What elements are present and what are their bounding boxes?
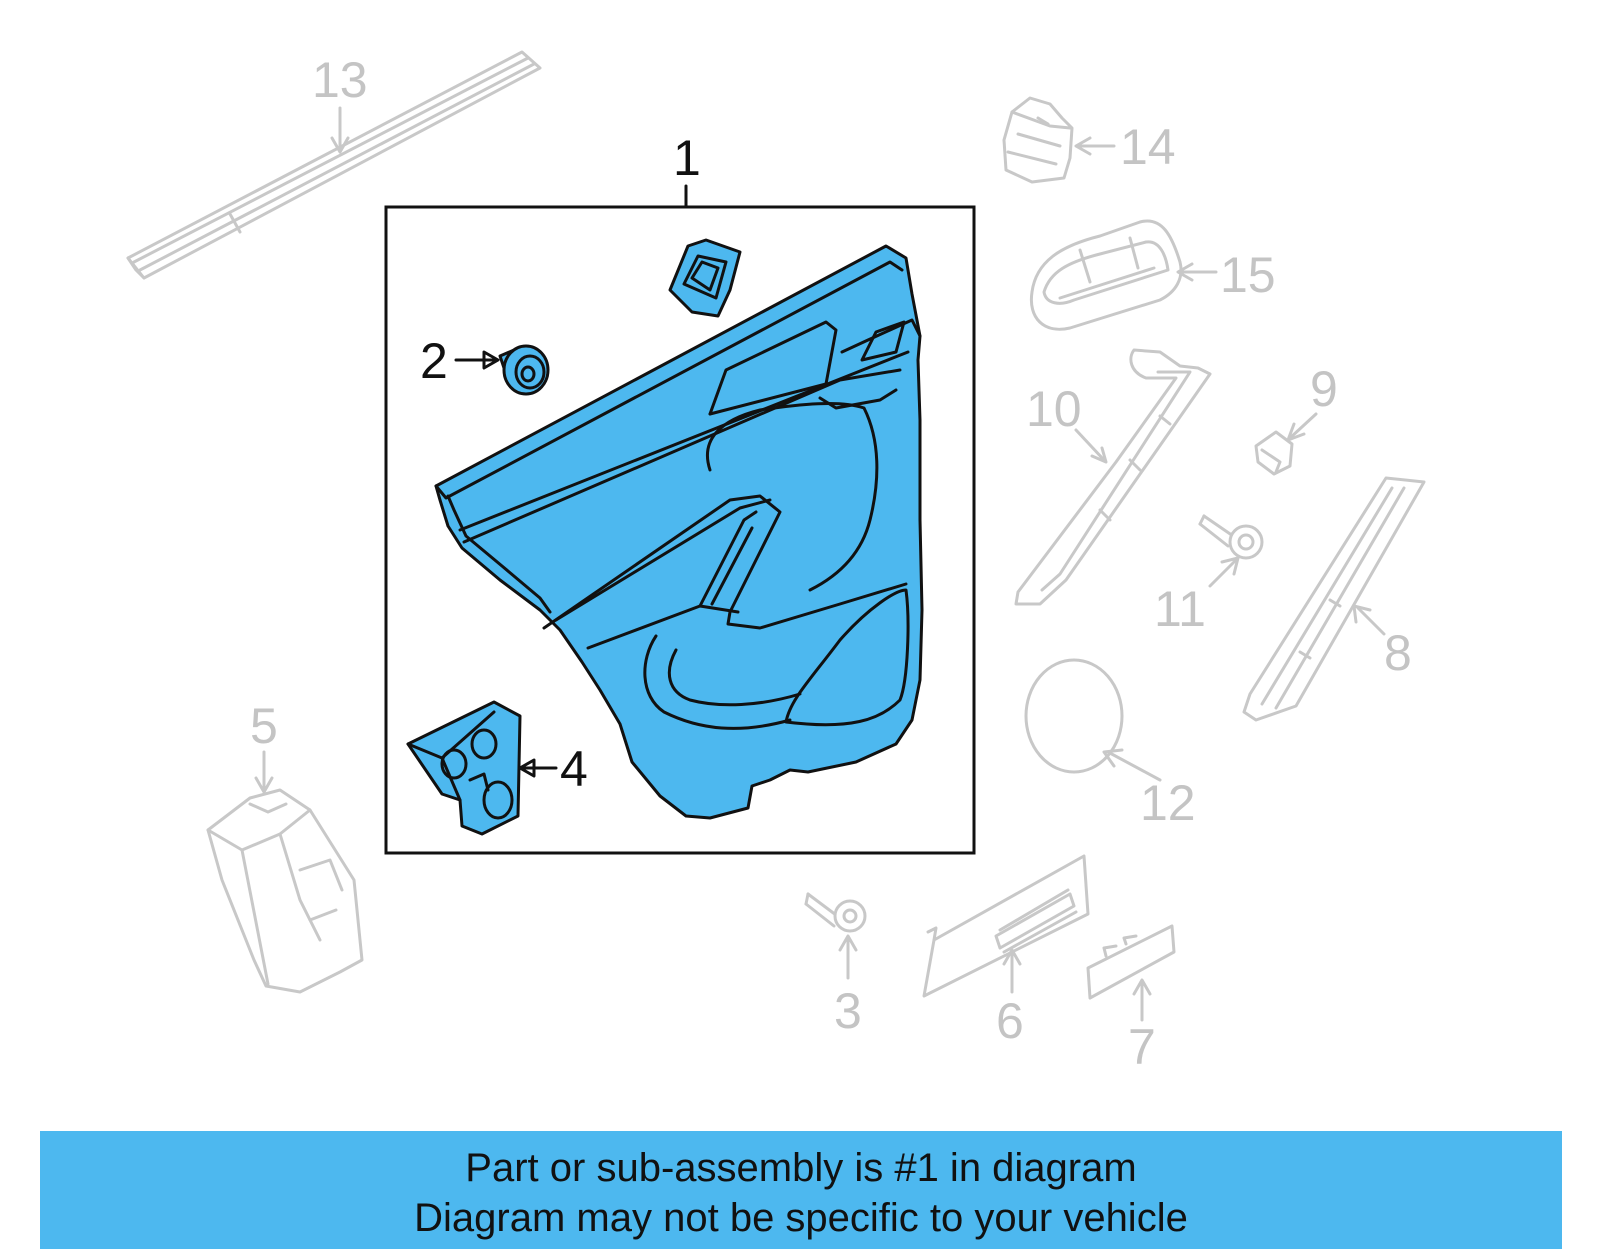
callout-14[interactable]: 14 bbox=[1120, 119, 1176, 175]
arrow-4 bbox=[518, 758, 536, 778]
callout-1[interactable]: 1 bbox=[673, 130, 701, 186]
part-4-switch-bracket bbox=[406, 700, 522, 836]
arrow-7 bbox=[1132, 978, 1152, 996]
part-15-handle-bezel bbox=[1029, 219, 1183, 331]
part-13-weatherstrip bbox=[126, 50, 542, 280]
part-1-switch-bezel bbox=[668, 238, 742, 318]
part-2-push-pin bbox=[498, 344, 550, 396]
part-6-molding bbox=[922, 854, 1090, 998]
callout-7[interactable]: 7 bbox=[1128, 1019, 1156, 1075]
leader-9 bbox=[1288, 412, 1318, 440]
arrow-10 bbox=[1090, 446, 1108, 464]
callout-4[interactable]: 4 bbox=[560, 741, 588, 797]
part-14-window-switch bbox=[1002, 96, 1074, 184]
callout-5[interactable]: 5 bbox=[250, 698, 278, 754]
arrow-13 bbox=[330, 136, 350, 154]
arrow-15 bbox=[1176, 262, 1194, 282]
part-9-clip bbox=[1254, 430, 1294, 476]
part-5-lock-module bbox=[206, 788, 364, 994]
callout-11[interactable]: 11 bbox=[1154, 581, 1206, 637]
parts-diagram: 13 14 15 10 9 bbox=[126, 50, 1426, 1075]
arrow-3 bbox=[838, 934, 858, 952]
arrow-12 bbox=[1102, 748, 1124, 768]
callout-9[interactable]: 9 bbox=[1310, 361, 1338, 417]
callout-10[interactable]: 10 bbox=[1026, 381, 1082, 437]
arrow-6 bbox=[1002, 948, 1022, 966]
leader-12 bbox=[1106, 750, 1162, 782]
part-8-trim-molding bbox=[1242, 476, 1426, 722]
arrow-8 bbox=[1352, 604, 1372, 624]
part-10-trim-strip bbox=[1014, 348, 1212, 606]
callout-15[interactable]: 15 bbox=[1220, 247, 1276, 303]
leader-10 bbox=[1074, 428, 1106, 462]
part-11-screw bbox=[1198, 514, 1264, 560]
part-3-screw bbox=[804, 892, 867, 933]
part-7-trim-piece bbox=[1086, 924, 1176, 1000]
leader-11 bbox=[1208, 558, 1238, 588]
callout-12[interactable]: 12 bbox=[1140, 775, 1196, 831]
part-12-cover bbox=[1024, 658, 1124, 774]
banner-line-1: Part or sub-assembly is #1 in diagram bbox=[465, 1146, 1137, 1190]
callout-13[interactable]: 13 bbox=[312, 52, 368, 108]
part-1-door-trim-panel bbox=[434, 244, 924, 820]
leader-8 bbox=[1356, 606, 1386, 636]
callout-2[interactable]: 2 bbox=[420, 333, 448, 389]
callout-3[interactable]: 3 bbox=[834, 983, 862, 1039]
arrow-14 bbox=[1074, 136, 1092, 156]
arrow-5 bbox=[254, 776, 274, 794]
banner-line-2: Diagram may not be specific to your vehi… bbox=[414, 1196, 1188, 1240]
assembly-box bbox=[384, 205, 976, 855]
info-banner: Part or sub-assembly is #1 in diagram Di… bbox=[40, 1131, 1562, 1249]
arrow-9 bbox=[1286, 422, 1306, 442]
callout-8[interactable]: 8 bbox=[1384, 625, 1412, 681]
arrow-11 bbox=[1220, 556, 1240, 576]
arrow-2 bbox=[482, 350, 500, 370]
callout-6[interactable]: 6 bbox=[996, 993, 1024, 1049]
